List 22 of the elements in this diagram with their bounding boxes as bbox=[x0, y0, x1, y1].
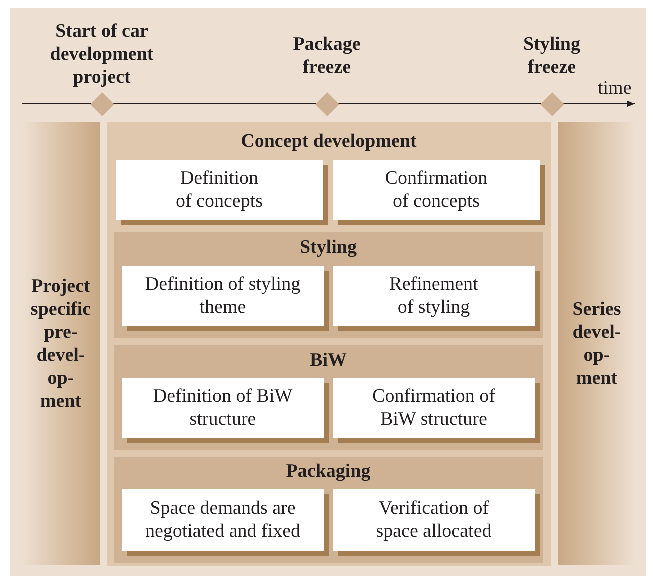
panel-heading: Styling bbox=[298, 236, 358, 259]
milestone-label: Styling freeze bbox=[522, 33, 582, 79]
axis-label: time bbox=[598, 78, 632, 100]
panel-heading: Concept development bbox=[240, 130, 418, 153]
panel-heading: BiW bbox=[309, 349, 348, 372]
task-box: Space demands are negotiated and fixed bbox=[122, 489, 324, 551]
phase-band: Series devel- op- ment bbox=[558, 122, 636, 565]
milestone-label: Package freeze bbox=[292, 33, 362, 79]
task-box: Verification of space allocated bbox=[333, 489, 535, 551]
task-box: Definition of concepts bbox=[116, 160, 323, 220]
task-box: Confirmation of BiW structure bbox=[333, 378, 535, 438]
task-box: Definition of BiW structure bbox=[122, 378, 324, 438]
task-box: Refinement of styling bbox=[333, 266, 535, 326]
phase-panel bbox=[114, 345, 543, 450]
phase-panel bbox=[114, 232, 543, 338]
panel-heading: Packaging bbox=[285, 460, 372, 483]
phase-panel bbox=[107, 122, 551, 566]
task-box: Definition of styling theme bbox=[122, 266, 324, 326]
phase-panel bbox=[114, 457, 543, 563]
phase-band: Project specific pre- devel- op- ment bbox=[22, 122, 100, 565]
milestone-label: Start of car development project bbox=[49, 20, 155, 89]
task-box: Confirmation of concepts bbox=[333, 160, 540, 220]
